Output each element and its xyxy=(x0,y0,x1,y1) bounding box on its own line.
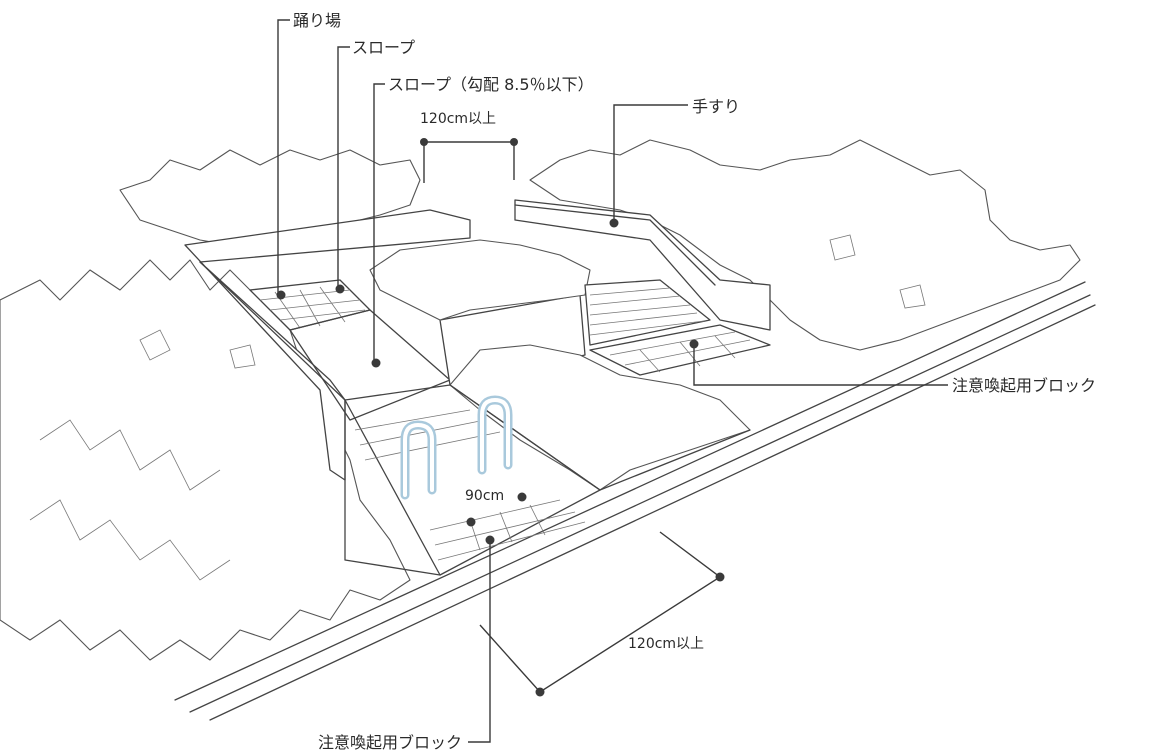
label-width-top: 120cm以上 xyxy=(420,111,496,127)
left-shrub xyxy=(0,259,411,661)
handrail-line xyxy=(514,204,716,286)
label-handrail: 手すり xyxy=(692,97,740,116)
stairs xyxy=(584,279,711,346)
label-tactile-block-bottom: 注意喚起用ブロック xyxy=(318,733,462,752)
right-tactile-area xyxy=(589,324,771,376)
leaders xyxy=(276,19,948,743)
right-shrub xyxy=(529,139,1081,351)
label-slope: スロープ xyxy=(352,38,415,57)
label-landing: 踊り場 xyxy=(293,11,341,30)
bollards xyxy=(400,395,513,500)
label-slope-gradient: スロープ（勾配 8.5％以下） xyxy=(388,75,594,94)
label-width-bottom: 120cm以上 xyxy=(628,636,704,652)
walkway xyxy=(344,384,601,576)
label-tactile-block-right: 注意喚起用ブロック xyxy=(952,376,1096,395)
right-wall xyxy=(514,199,771,331)
ground-lines xyxy=(174,281,1096,721)
left-wall xyxy=(184,209,471,481)
lower-planter xyxy=(449,344,751,491)
label-bollard-gap: 90cm xyxy=(465,488,504,504)
